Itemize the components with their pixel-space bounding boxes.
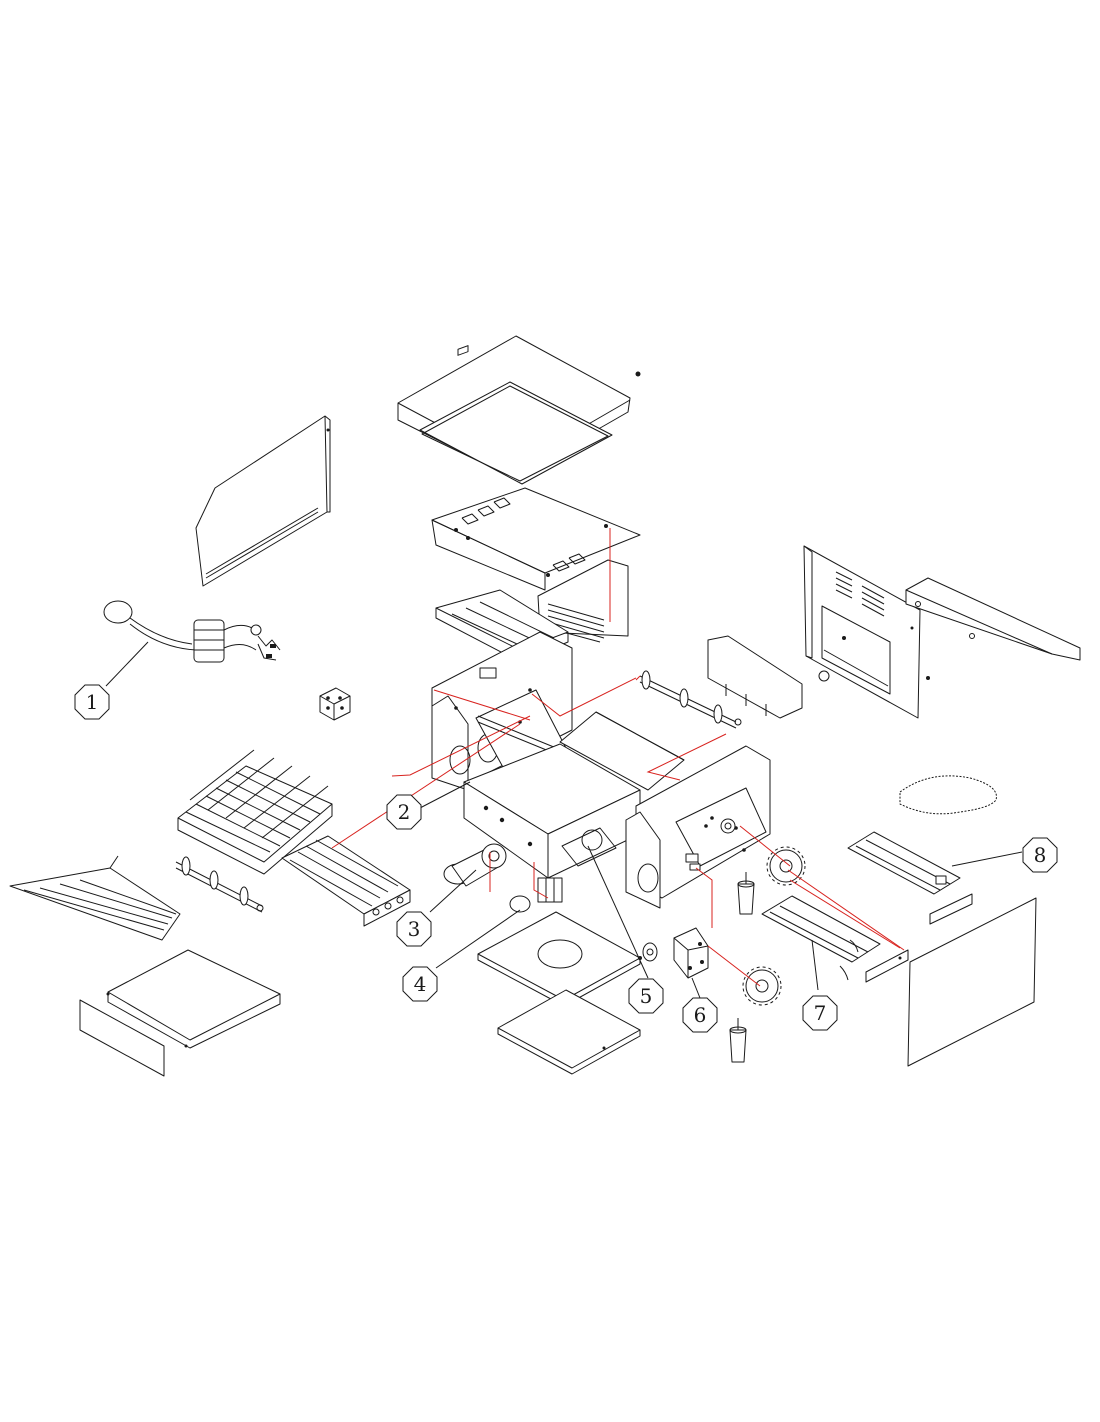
drive-chain (899, 775, 997, 815)
rear-drive-shaft (639, 670, 742, 729)
callout-3: 3 (396, 911, 432, 947)
callout-6-label: 6 (694, 1003, 707, 1027)
fan-bracket (642, 942, 658, 962)
upper-inner-panel (431, 345, 641, 591)
callout-leaders (105, 641, 1023, 999)
adjustable-foot-lower (729, 1018, 747, 1063)
lower-sprocket (742, 966, 782, 1006)
crumb-drawer (79, 949, 281, 1077)
right-side-panel (907, 897, 1037, 1067)
callout-4: 4 (402, 966, 438, 1002)
front-heater-element (281, 835, 411, 927)
front-wire-rack (9, 855, 181, 941)
heater-element-upper-right (847, 831, 973, 925)
rear-tray (905, 577, 1081, 661)
bottom-plate (477, 911, 642, 1007)
adjustable-foot-upper (737, 872, 755, 915)
callout-7-label: 7 (814, 1001, 827, 1025)
small-pulley (720, 818, 736, 834)
callout-8-label: 8 (1034, 843, 1047, 867)
front-drive-shaft (175, 856, 264, 913)
left-side-panel (195, 415, 331, 587)
callout-2-label: 2 (398, 800, 411, 824)
gear-motor (673, 927, 709, 979)
top-plate (419, 381, 613, 485)
callout-5-label: 5 (640, 984, 653, 1008)
inner-control-box (463, 743, 641, 879)
callout-3-label: 3 (408, 917, 421, 941)
rear-cover-panel (803, 545, 930, 719)
control-switch (509, 877, 563, 913)
lower-tray (497, 989, 641, 1075)
drive-motor (443, 843, 507, 887)
callout-1-label: 1 (86, 690, 99, 714)
callout-8: 8 (1022, 837, 1058, 873)
callout-5: 5 (628, 978, 664, 1014)
assembly-guide-lines (331, 528, 905, 987)
callout-2: 2 (386, 794, 422, 830)
rear-inner-panel (707, 635, 803, 719)
callout-6: 6 (682, 997, 718, 1033)
conveyor-belt (177, 749, 333, 875)
power-cord-harness (103, 600, 281, 663)
callout-7: 7 (802, 995, 838, 1031)
callout-4-label: 4 (414, 972, 427, 996)
terminal-block (319, 687, 351, 721)
heater-element-lower-right (761, 895, 909, 983)
callout-1: 1 (74, 684, 110, 720)
rear-baffle (559, 711, 685, 791)
